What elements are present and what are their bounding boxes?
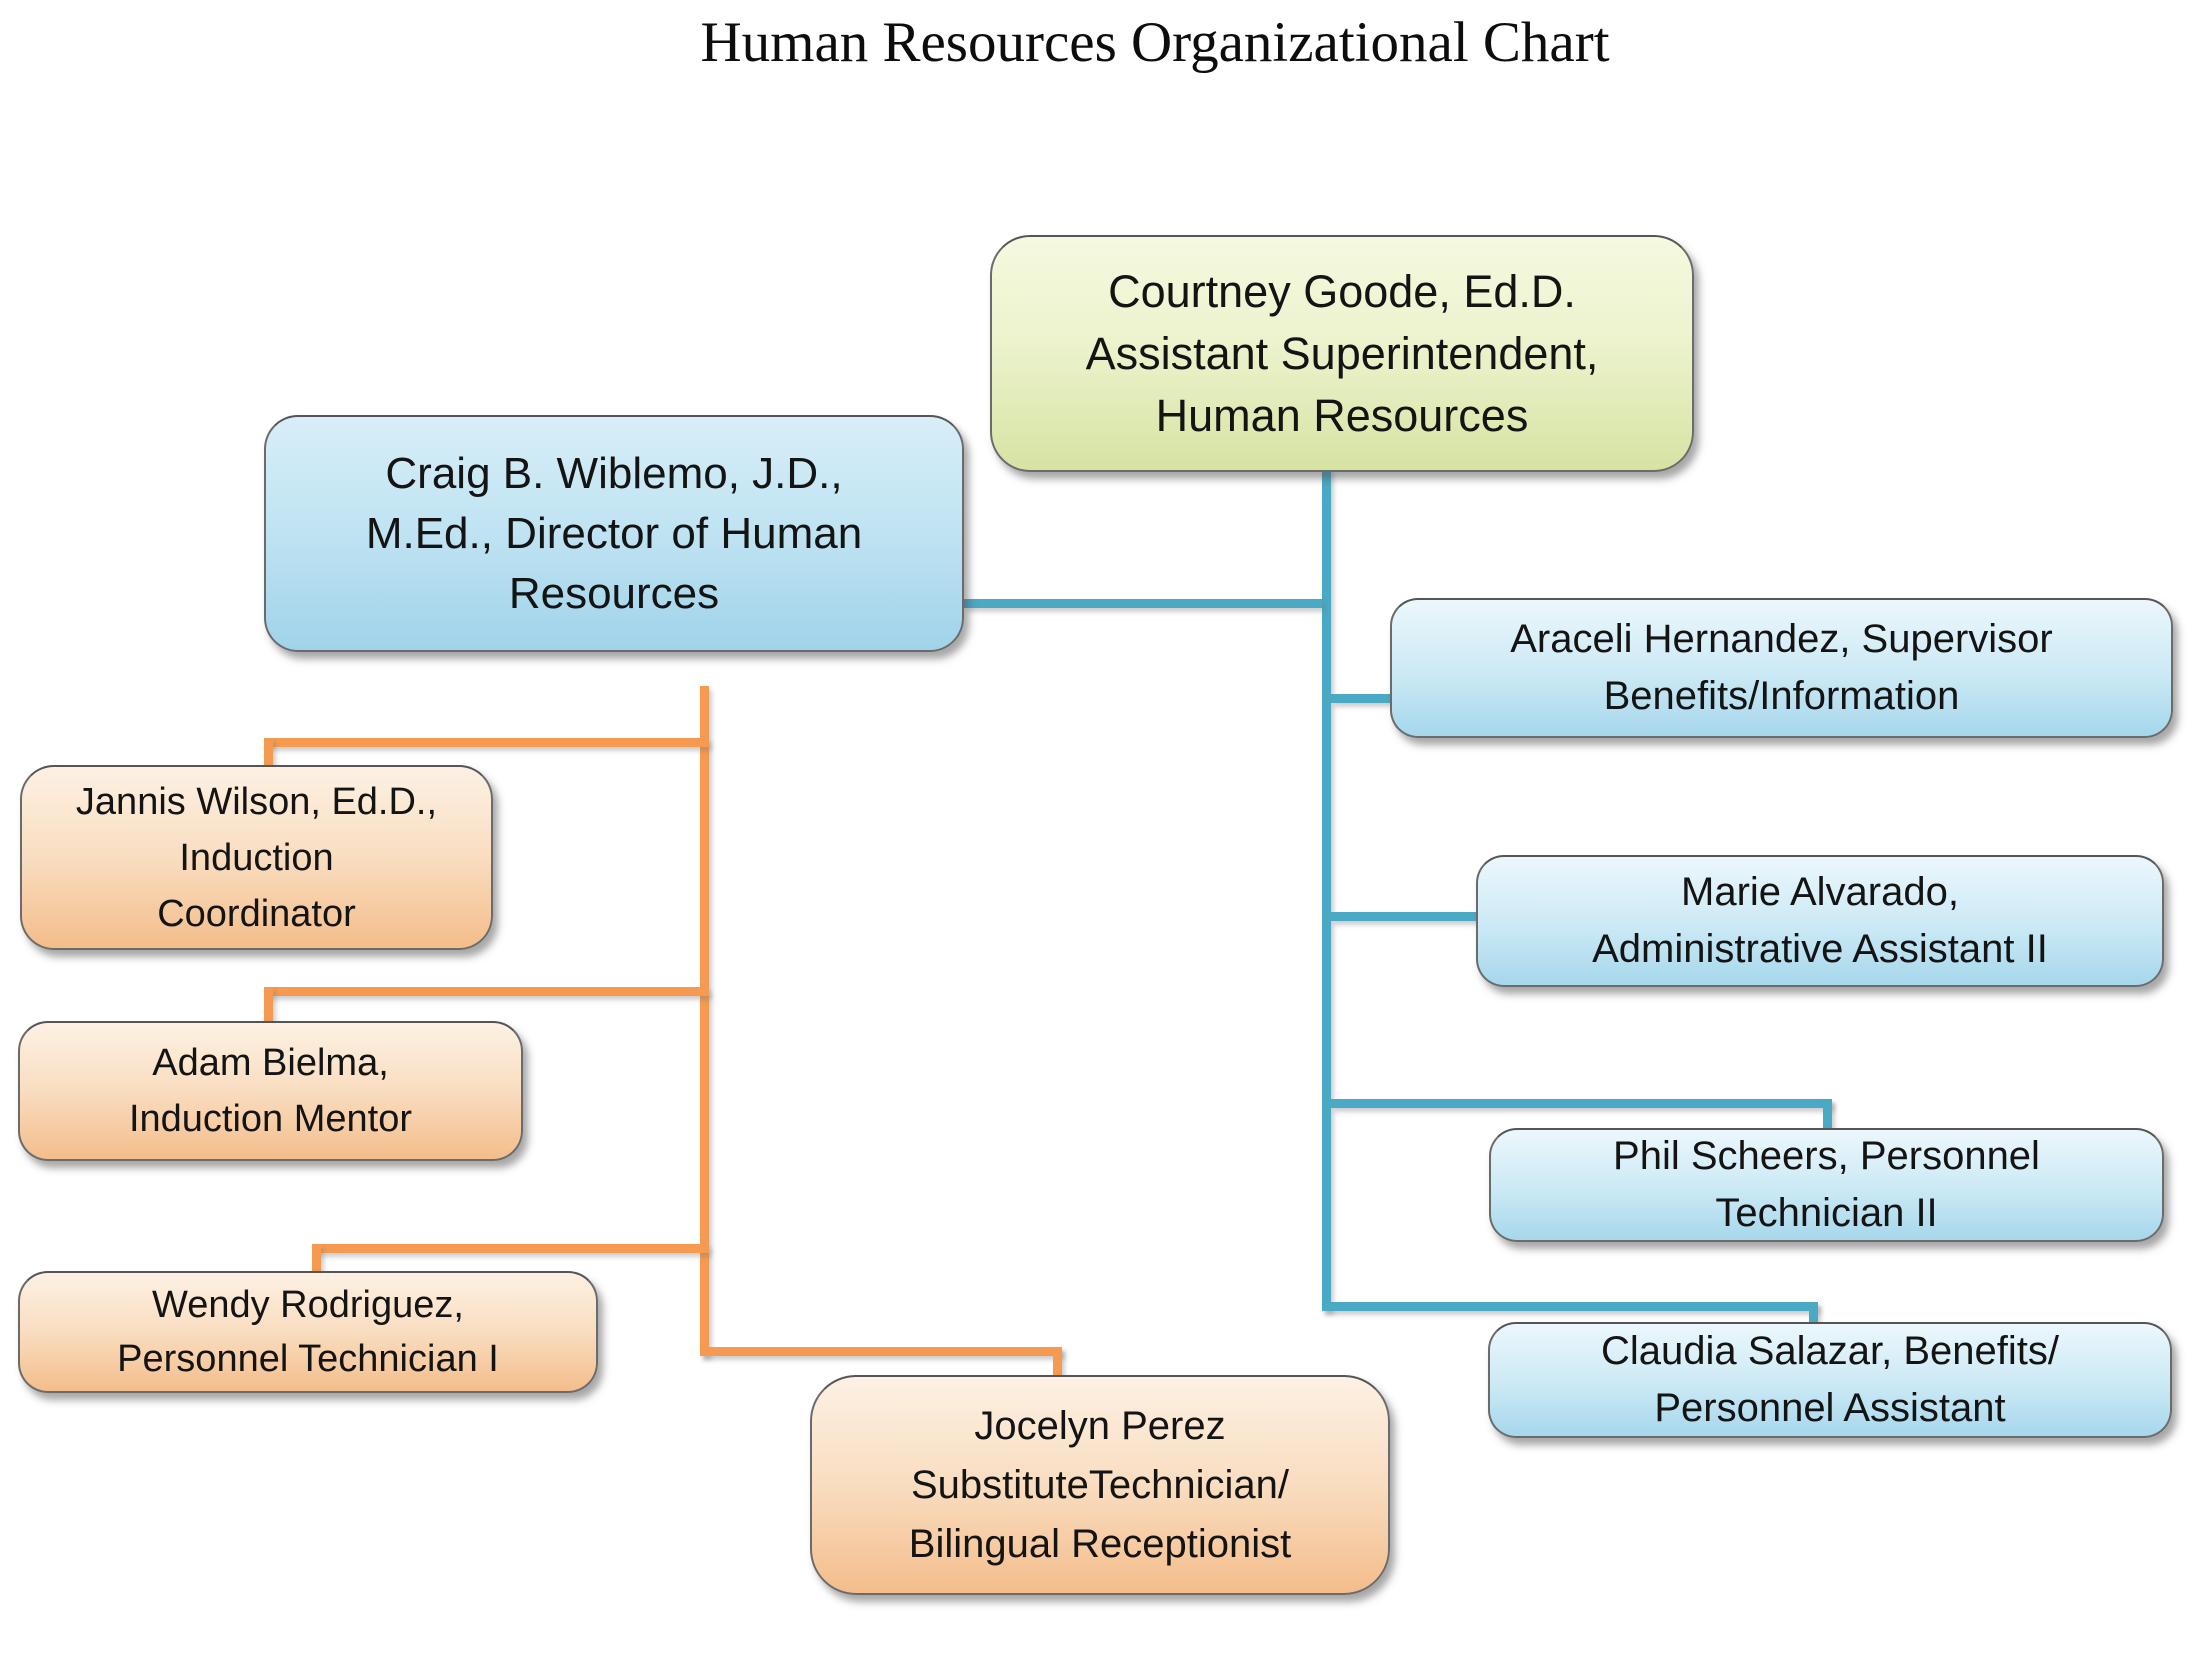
chart-title: Human Resources Organizational Chart <box>700 11 1610 74</box>
org-node-jocelyn-perez: Jocelyn Perez SubstituteTechnician/ Bili… <box>810 1375 1390 1595</box>
connector-craig-to-jannis <box>264 738 709 747</box>
connector-adam-drop <box>264 987 273 1021</box>
org-node-adam-bielma: Adam Bielma, Induction Mentor <box>18 1021 523 1161</box>
org-node-araceli-hernandez: Araceli Hernandez, Supervisor Benefits/I… <box>1390 598 2173 738</box>
org-node-craig-wiblemo: Craig B. Wiblemo, J.D., M.Ed., Director … <box>264 415 964 652</box>
connector-craig-to-jocelyn <box>700 1347 1062 1356</box>
org-node-wendy-rodriguez: Wendy Rodriguez, Personnel Technician I <box>18 1271 598 1393</box>
org-node-claudia-salazar: Claudia Salazar, Benefits/ Personnel Ass… <box>1488 1322 2172 1438</box>
connector-courtney-to-marie <box>1331 912 1476 921</box>
connector-claudia-drop <box>1809 1302 1818 1322</box>
connector-wendy-drop <box>312 1244 321 1271</box>
connector-courtney-to-phil <box>1331 1099 1832 1108</box>
connector-courtney-spine <box>1322 468 1331 1311</box>
connector-phil-drop <box>1823 1099 1832 1128</box>
connector-jocelyn-drop <box>1053 1347 1062 1375</box>
connector-craig-to-wendy <box>312 1244 709 1253</box>
org-node-phil-scheers: Phil Scheers, Personnel Technician II <box>1489 1128 2164 1242</box>
org-node-marie-alvarado: Marie Alvarado, Administrative Assistant… <box>1476 855 2164 987</box>
org-node-jannis-wilson: Jannis Wilson, Ed.D., Induction Coordina… <box>20 765 493 950</box>
connector-craig-spine <box>700 686 709 1356</box>
connector-courtney-to-araceli <box>1331 694 1390 703</box>
connector-courtney-to-craig <box>964 599 1322 608</box>
org-node-courtney-goode: Courtney Goode, Ed.D. Assistant Superint… <box>990 235 1694 472</box>
connector-courtney-to-claudia <box>1322 1302 1818 1311</box>
connector-jannis-drop <box>264 738 273 765</box>
connector-craig-to-adam <box>264 987 709 996</box>
